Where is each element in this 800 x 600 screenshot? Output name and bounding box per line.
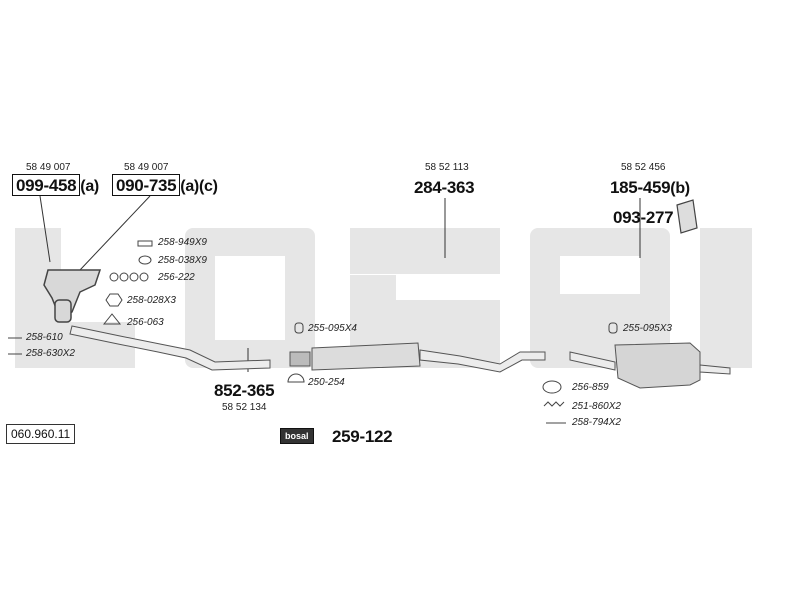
leader-manifold [39,195,51,263]
manifold-drawing [43,269,102,323]
manifold-suffix: (a) [80,178,99,195]
hanger-icon-2 [608,322,618,334]
acc-256-222[interactable]: 256-222 [158,272,195,283]
acc-258-949x9[interactable]: 258-949X9 [158,237,207,248]
manifold-oe: 58 49 007 [26,162,71,173]
nut-icon [138,255,152,265]
acc-250-254[interactable]: 250-254 [308,377,345,388]
acc-258-630x2[interactable]: 258-630X2 [26,348,75,359]
acc-258-038x9[interactable]: 258-038X9 [158,255,207,266]
leader-manifold-alt [79,195,151,271]
middle-silencer-drawing [289,342,546,373]
front-pipe-number[interactable]: 852-365 [214,381,275,400]
manifold-alt-part[interactable]: 090-735(a)(c) [112,174,218,196]
clamp-set-icon [109,272,149,282]
diagram-reference: 060.960.11 [6,424,76,444]
hex-nut-icon [105,293,123,307]
bosal-logo: bosal [280,428,314,444]
manifold-alt-number: 090-735 [112,174,181,196]
middle-silencer-oe: 58 52 113 [425,162,469,173]
acc-255-095x3[interactable]: 255-095X3 [623,323,672,334]
manifold-alt-suffix: (a)(c) [180,178,218,195]
acc-256-063[interactable]: 256-063 [127,317,164,328]
stud-icon [137,240,153,247]
acc-251-860x2[interactable]: 251-860X2 [572,401,621,412]
rear-silencer-number: 185-459 [610,178,671,197]
gasket-icon [102,313,122,325]
hanger-icon [294,322,304,334]
assembly-kit-number[interactable]: 259-122 [332,427,393,446]
rear-bracket-number[interactable]: 093-277 [613,208,674,227]
rear-bracket-drawing [676,199,698,234]
clamp-icon [287,373,305,383]
acc-258-610[interactable]: 258-610 [26,332,63,343]
acc-255-095x4[interactable]: 255-095X4 [308,323,357,334]
ring-gasket-icon [542,380,562,394]
manifold-part[interactable]: 099-458(a) [12,174,99,196]
acc-258-794x2[interactable]: 258-794X2 [572,417,621,428]
rear-silencer-drawing [569,342,731,389]
manifold-alt-oe: 58 49 007 [124,162,169,173]
front-pipe-drawing [69,325,271,371]
rear-silencer-suffix: (b) [670,180,690,197]
middle-silencer-number[interactable]: 284-363 [414,178,475,197]
rear-silencer-oe: 58 52 456 [621,162,666,173]
acc-258-028x3[interactable]: 258-028X3 [127,295,176,306]
spring-icon [543,401,565,407]
manifold-number: 099-458 [12,174,81,196]
rear-silencer-part[interactable]: 185-459(b) [610,179,690,197]
front-pipe-oe: 58 52 134 [222,402,267,413]
acc-256-859[interactable]: 256-859 [572,382,609,393]
